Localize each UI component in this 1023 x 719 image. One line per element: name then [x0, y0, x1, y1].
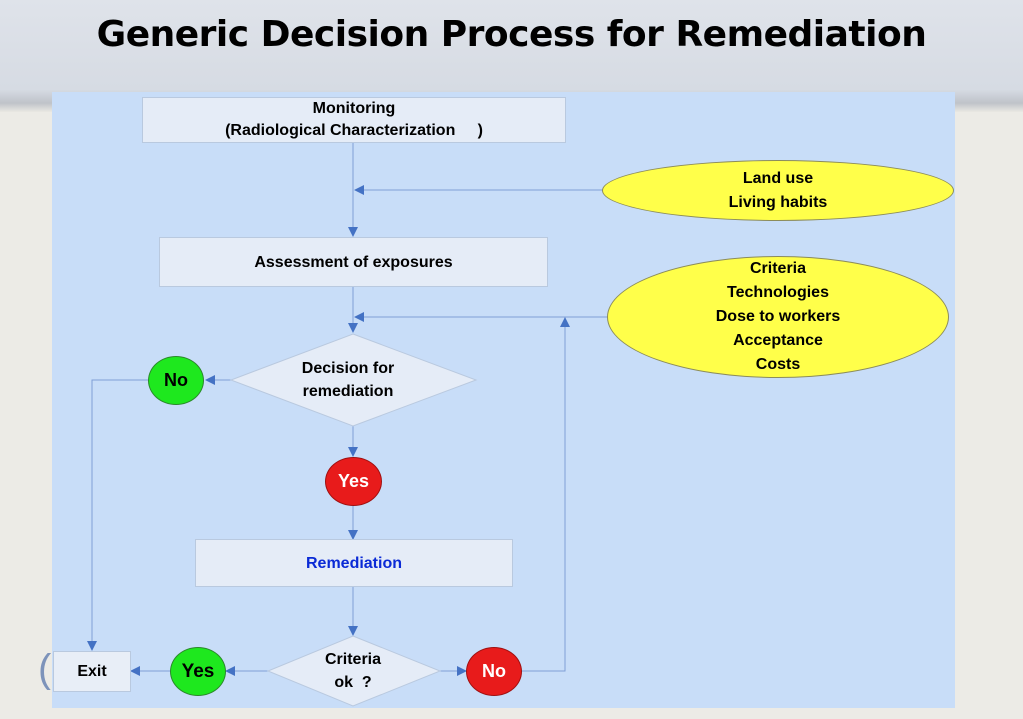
- arrow-no-loop: [521, 317, 570, 672]
- assessment-box: Assessment of exposures: [159, 237, 548, 287]
- criteria-check-label: Criteria ok ?: [293, 647, 413, 695]
- dose-to-workers-item: Dose to workers: [715, 308, 841, 325]
- assessment-label: Assessment of exposures: [254, 254, 453, 271]
- decision-line1: Decision for: [301, 360, 395, 377]
- monitoring-label: Monitoring: [312, 100, 396, 117]
- monitoring-sublabel: (Radiological Characterization ): [225, 122, 483, 139]
- decision-label: Decision for remediation: [263, 355, 433, 405]
- criteria-diamond: [266, 635, 442, 707]
- remediation-label: Remediation: [305, 554, 402, 572]
- living-habits-label: Living habits: [728, 193, 828, 211]
- decision-no-circle: No: [148, 356, 204, 405]
- technologies-item: Technologies: [727, 284, 829, 301]
- criteria-check-line1: Criteria: [324, 651, 382, 668]
- logo-fragment: (: [38, 648, 52, 690]
- criteria-yes-circle: Yes: [170, 647, 226, 696]
- exit-box: Exit: [53, 651, 131, 692]
- exit-label: Exit: [77, 663, 107, 680]
- land-use-ellipse: Land use Living habits: [602, 160, 954, 221]
- costs-item: Costs: [755, 356, 801, 373]
- criteria-item: Criteria: [749, 260, 807, 277]
- criteria-ellipse: Criteria Technologies Dose to workers Ac…: [607, 256, 949, 378]
- criteria-no-circle: No: [466, 647, 522, 696]
- acceptance-item: Acceptance: [733, 332, 823, 349]
- decision-yes-circle: Yes: [325, 457, 382, 506]
- decision-line2: remediation: [302, 383, 394, 400]
- decision-diamond: [229, 333, 478, 427]
- monitoring-box: Monitoring (Radiological Characterizatio…: [142, 97, 566, 143]
- remediation-box: Remediation: [195, 539, 513, 587]
- arrow-no-exit: [87, 379, 150, 651]
- land-use-label: Land use: [742, 169, 814, 187]
- criteria-check-line2: ok ?: [334, 674, 372, 691]
- slide-title: Generic Decision Process for Remediation: [96, 14, 927, 55]
